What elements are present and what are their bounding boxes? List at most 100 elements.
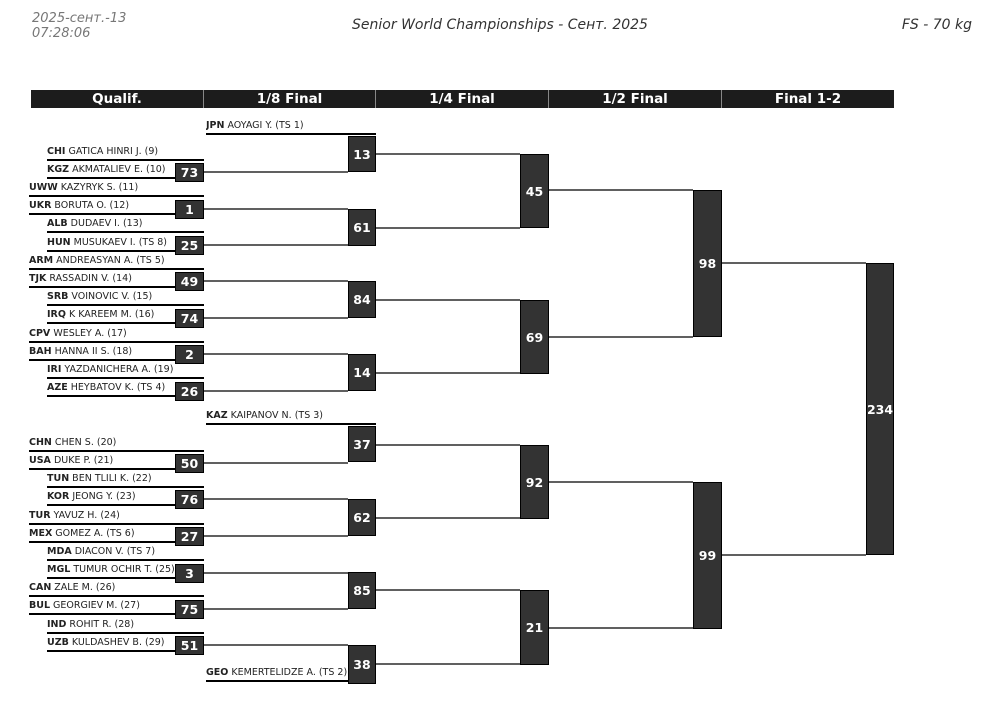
print-date: 2025-сент.-13	[32, 11, 127, 26]
athlete-row: GEO KEMERTELIDZE A. (TS 2)	[206, 666, 376, 682]
quarter-final-bout-box: 69	[520, 300, 549, 374]
athlete-row: MDA DIACON V. (TS 7)	[47, 545, 204, 561]
qualif-bout-box: 26	[175, 382, 204, 401]
athlete-name: RASSADIN V. (14)	[46, 273, 132, 284]
athlete-row: KAZ KAIPANOV N. (TS 3)	[206, 409, 376, 425]
weight-category: FS - 70 kg	[901, 17, 972, 33]
athlete-country: UKR	[29, 200, 52, 211]
athlete-row: CHN CHEN S. (20)	[29, 436, 204, 452]
athlete-name: MUSUKAEV I. (TS 8)	[70, 237, 168, 248]
athlete-row: SRB VOINOVIC V. (15)	[47, 290, 204, 306]
athlete-name: CHEN S. (20)	[51, 437, 117, 448]
athlete-country: CPV	[29, 328, 51, 339]
athlete-country: KOR	[47, 491, 70, 502]
athlete-row: JPN AOYAGI Y. (TS 1)	[206, 119, 376, 135]
athlete-name: GATICA HINRI J. (9)	[65, 146, 159, 157]
athlete-country: ARM	[29, 255, 54, 266]
athlete-row: CPV WESLEY A. (17)	[29, 327, 204, 343]
eighth-final-bout-box: 38	[348, 645, 376, 684]
qualif-bout-box: 3	[175, 564, 204, 583]
athlete-name: VOINOVIC V. (15)	[68, 291, 153, 302]
round-header-eighth: 1/8 Final	[204, 90, 376, 108]
athlete-country: IRI	[47, 364, 62, 375]
athlete-name: KAIPANOV N. (TS 3)	[227, 410, 324, 421]
eighth-final-bout-box: 62	[348, 499, 376, 536]
athlete-name: TUMUR OCHIR T. (25)	[70, 564, 175, 575]
athlete-name: GOMEZ A. (TS 6)	[52, 528, 135, 539]
athlete-row: KOR JEONG Y. (23)	[47, 490, 204, 506]
athlete-row: MEX GOMEZ A. (TS 6)	[29, 527, 204, 543]
athlete-name: DUKE P. (21)	[50, 455, 114, 466]
athlete-country: TUR	[29, 510, 51, 521]
qualif-bout-box: 50	[175, 454, 204, 473]
round-header-semi: 1/2 Final	[549, 90, 722, 108]
athlete-row: CHI GATICA HINRI J. (9)	[47, 145, 204, 161]
athlete-row: KGZ AKMATALIEV E. (10)	[47, 163, 204, 179]
qualif-bout-box: 76	[175, 490, 204, 509]
print-time: 07:28:06	[32, 26, 91, 41]
athlete-country: TUN	[47, 473, 70, 484]
qualif-bout-box: 75	[175, 600, 204, 619]
athlete-row: ARM ANDREASYAN A. (TS 5)	[29, 254, 204, 270]
athlete-name: DIACON V. (TS 7)	[71, 546, 156, 557]
athlete-country: SRB	[47, 291, 69, 302]
athlete-name: AOYAGI Y. (TS 1)	[224, 120, 304, 131]
athlete-country: CHI	[47, 146, 66, 157]
athlete-country: MGL	[47, 564, 71, 575]
round-header-quarter: 1/4 Final	[376, 90, 549, 108]
athlete-name: KULDASHEV B. (29)	[68, 637, 165, 648]
athlete-row: TUN BEN TLILI K. (22)	[47, 472, 204, 488]
athlete-name: AKMATALIEV E. (10)	[69, 164, 166, 175]
semi-final-bout-box: 98	[693, 190, 722, 337]
athlete-name: ZALE M. (26)	[51, 582, 116, 593]
athlete-country: CHN	[29, 437, 52, 448]
athlete-row: TUR YAVUZ H. (24)	[29, 509, 204, 525]
athlete-name: HEYBATOV K. (TS 4)	[67, 382, 166, 393]
athlete-country: HUN	[47, 237, 71, 248]
qualif-bout-box: 2	[175, 345, 204, 364]
eighth-final-bout-box: 37	[348, 426, 376, 462]
athlete-row: UZB KULDASHEV B. (29)	[47, 636, 204, 652]
athlete-name: KEMERTELIDZE A. (TS 2)	[228, 667, 348, 678]
athlete-name: ANDREASYAN A. (TS 5)	[53, 255, 165, 266]
athlete-name: YAVUZ H. (24)	[50, 510, 120, 521]
athlete-country: KAZ	[206, 410, 228, 421]
athlete-country: BAH	[29, 346, 52, 357]
round-header-qualif: Qualif.	[31, 90, 204, 108]
qualif-bout-box: 27	[175, 527, 204, 546]
athlete-row: BAH HANNA II S. (18)	[29, 345, 204, 361]
athlete-name: YAZDANICHERA A. (19)	[61, 364, 174, 375]
athlete-row: AZE HEYBATOV K. (TS 4)	[47, 381, 204, 397]
athlete-row: UWW KAZYRYK S. (11)	[29, 181, 204, 197]
eighth-final-bout-box: 13	[348, 136, 376, 172]
eighth-final-bout-box: 61	[348, 209, 376, 246]
quarter-final-bout-box: 45	[520, 154, 549, 228]
athlete-name: BORUTA O. (12)	[51, 200, 130, 211]
athlete-row: UKR BORUTA O. (12)	[29, 199, 204, 215]
athlete-name: BEN TLILI K. (22)	[69, 473, 152, 484]
eighth-final-bout-box: 84	[348, 281, 376, 318]
athlete-row: IRQ K KAREEM M. (16)	[47, 308, 204, 324]
athlete-row: IRI YAZDANICHERA A. (19)	[47, 363, 204, 379]
athlete-name: GEORGIEV M. (27)	[50, 600, 140, 611]
semi-final-bout-box: 99	[693, 482, 722, 629]
athlete-country: CAN	[29, 582, 52, 593]
qualif-bout-box: 51	[175, 636, 204, 655]
athlete-name: ROHIT R. (28)	[66, 619, 135, 630]
athlete-country: USA	[29, 455, 51, 466]
athlete-row: BUL GEORGIEV M. (27)	[29, 599, 204, 615]
final-bout-box: 234	[866, 263, 894, 555]
athlete-row: USA DUKE P. (21)	[29, 454, 204, 470]
event-title: Senior World Championships - Сент. 2025	[352, 17, 648, 33]
athlete-name: K KAREEM M. (16)	[65, 309, 155, 320]
athlete-country: AZE	[47, 382, 68, 393]
athlete-country: BUL	[29, 600, 51, 611]
athlete-name: JEONG Y. (23)	[69, 491, 136, 502]
athlete-country: KGZ	[47, 164, 70, 175]
quarter-final-bout-box: 92	[520, 445, 549, 519]
athlete-name: DUDAEV I. (13)	[67, 218, 143, 229]
athlete-row: ALB DUDAEV I. (13)	[47, 217, 204, 233]
athlete-name: KAZYRYK S. (11)	[57, 182, 139, 193]
eighth-final-bout-box: 85	[348, 572, 376, 609]
